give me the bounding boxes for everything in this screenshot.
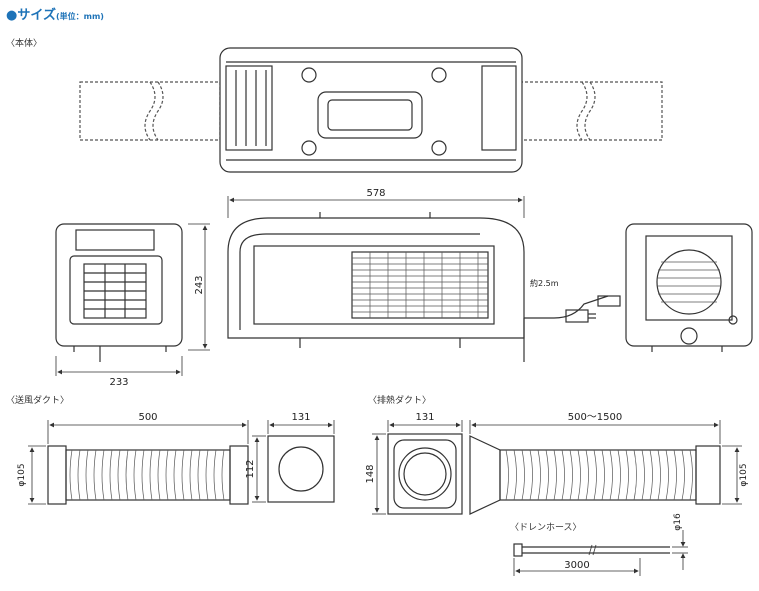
dim-supply-flange-h: 112 xyxy=(245,459,256,478)
front-grille xyxy=(351,251,489,319)
dim-exhaust-flange-h: 148 xyxy=(365,464,376,483)
dim-supply xyxy=(28,420,249,505)
front-panel xyxy=(253,245,495,325)
dim-drain-length: 3000 xyxy=(564,560,589,571)
dim-main-height: 243 xyxy=(194,275,205,294)
top-left-duct xyxy=(79,81,221,141)
plug-tag xyxy=(597,295,621,307)
power-plug xyxy=(565,309,589,323)
back-fan-ring xyxy=(656,249,722,315)
dim-exhaust xyxy=(469,420,742,505)
dim-main-depth: 233 xyxy=(109,377,128,388)
exhaust-duct xyxy=(469,435,721,515)
size-heading-text: ●サイズ xyxy=(6,8,56,23)
top-left-grille xyxy=(225,65,273,151)
drain-hose-label: 〈ドレンホース〉 xyxy=(510,523,582,533)
back-fan-panel xyxy=(645,235,733,321)
dim-233 xyxy=(55,356,183,376)
dim-drain-dia: φ16 xyxy=(673,513,683,531)
top-handle xyxy=(317,91,423,139)
exhaust-duct-adapter xyxy=(469,435,501,515)
dim-exhaust-length: 500〜1500 xyxy=(568,412,623,423)
dim-supply-length: 500 xyxy=(138,412,157,423)
drain-hose xyxy=(513,543,670,557)
dim-exhaust-dia: φ105 xyxy=(739,463,749,486)
top-body-outline xyxy=(219,47,523,173)
supply-flange xyxy=(267,435,335,503)
dim-main-width: 578 xyxy=(366,188,385,199)
front-body-outline xyxy=(227,217,525,339)
supply-duct xyxy=(47,445,249,505)
dim-supply-flange-w: 131 xyxy=(291,412,310,423)
main-body-label: 〈本体〉 xyxy=(6,39,43,49)
dim-243 xyxy=(188,223,210,351)
top-caster-4 xyxy=(431,140,447,156)
supply-flange-hole xyxy=(278,446,324,492)
exhaust-flange xyxy=(387,433,463,515)
dim-exhaust-flange-w: 131 xyxy=(415,412,434,423)
front-view xyxy=(227,212,621,362)
supply-flange-square xyxy=(267,435,335,503)
drain-hose-end xyxy=(513,543,523,557)
top-right-block xyxy=(481,65,517,151)
left-side-top-panel xyxy=(75,229,155,251)
dim-supply-dia: φ105 xyxy=(17,463,27,486)
supply-duct-label: 〈送風ダクト〉 xyxy=(6,396,70,406)
dim-exhaust-flange xyxy=(372,420,463,515)
dim-cord-length: 約2.5m xyxy=(530,278,559,288)
back-body xyxy=(625,223,753,347)
top-caster-3 xyxy=(301,140,317,156)
dim-supply-flange xyxy=(252,420,335,503)
left-side-outlet xyxy=(69,255,163,325)
supply-duct-end-left xyxy=(47,445,67,505)
left-side-view xyxy=(55,223,183,362)
back-switch xyxy=(728,315,738,325)
top-view xyxy=(79,47,663,173)
back-view xyxy=(625,223,753,352)
power-cord xyxy=(524,295,609,319)
top-caster-1 xyxy=(301,67,317,83)
dim-578 xyxy=(227,196,525,218)
top-caster-2 xyxy=(431,67,447,83)
size-heading: ●サイズ(単位：mm) xyxy=(6,4,104,23)
exhaust-duct-label: 〈排熱ダクト〉 xyxy=(368,396,432,406)
unit-note: (単位：mm) xyxy=(55,12,104,21)
back-drain-port xyxy=(680,327,698,345)
exhaust-flange-ring xyxy=(398,447,452,501)
left-side-body xyxy=(55,223,183,347)
exhaust-duct-end xyxy=(695,445,721,505)
dim-drain xyxy=(513,530,688,576)
exhaust-flange-square xyxy=(387,433,463,515)
top-right-duct xyxy=(519,81,663,141)
